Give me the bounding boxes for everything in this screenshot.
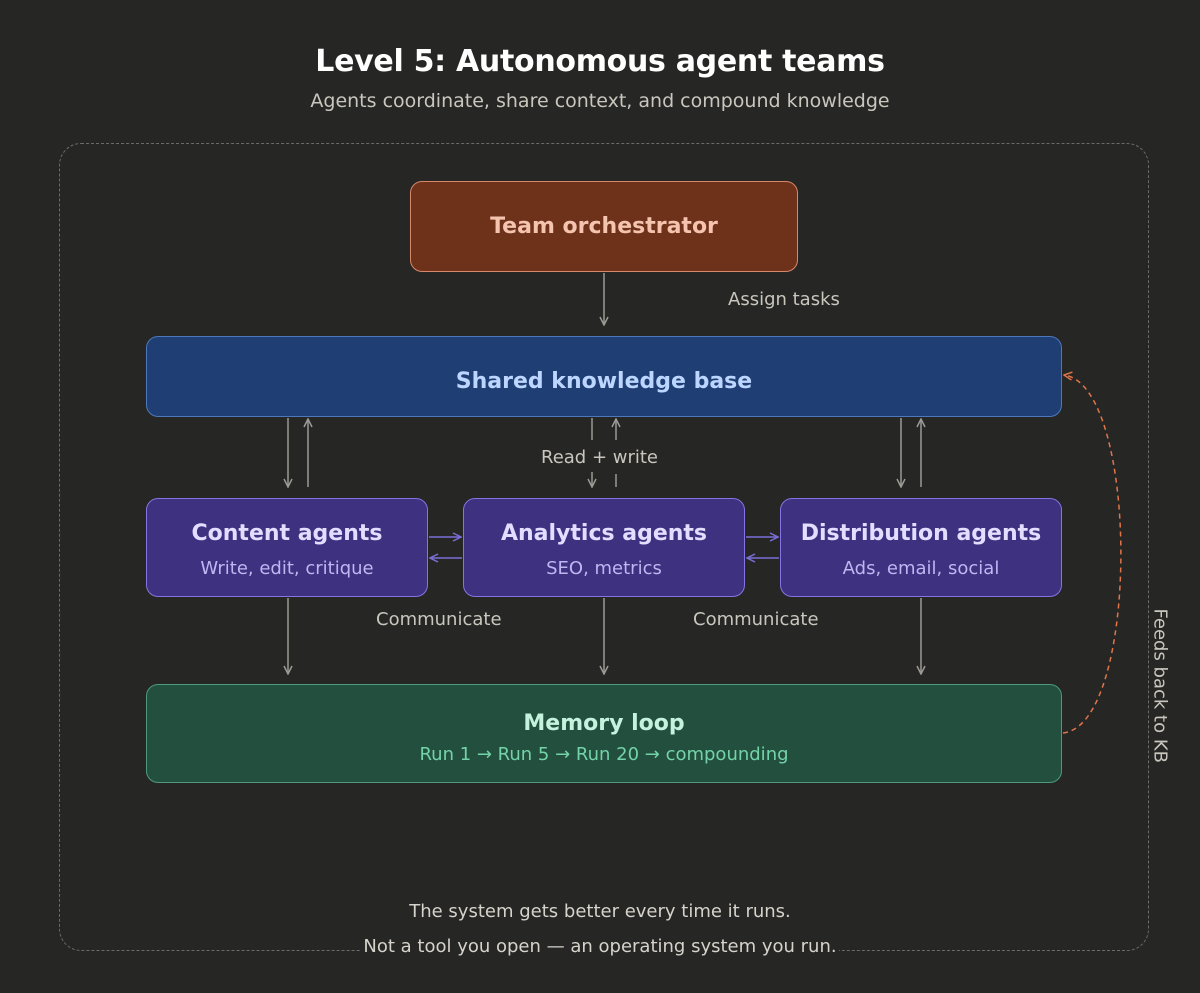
content-agents-label: Content agents: [191, 521, 383, 546]
read-write-label: Read + write: [541, 447, 659, 468]
page-title: Level 5: Autonomous agent teams: [315, 44, 885, 79]
assign-tasks-label: Assign tasks: [728, 289, 840, 310]
analytics-agents-sub: SEO, metrics: [546, 558, 662, 579]
communicate-label-left: Communicate: [376, 609, 502, 630]
content-agents-sub: Write, edit, critique: [200, 558, 374, 579]
analytics-agents-label: Analytics agents: [500, 521, 708, 546]
page-subtitle: Agents coordinate, share context, and co…: [310, 90, 890, 112]
memory-loop-sub: Run 1 → Run 5 → Run 20 → compounding: [419, 744, 789, 765]
footer-line-2: Not a tool you open — an operating syste…: [0, 936, 1200, 957]
distribution-agents-sub: Ads, email, social: [842, 558, 1000, 579]
memory-loop-label: Memory loop: [523, 711, 685, 736]
team-orchestrator-node: Team orchestrator: [410, 181, 798, 272]
communicate-label-right: Communicate: [693, 609, 819, 630]
memory-loop-node: Memory loop Run 1 → Run 5 → Run 20 → com…: [146, 684, 1062, 783]
feeds-back-label: Feeds back to KB: [1149, 604, 1171, 763]
distribution-agents-label: Distribution agents: [800, 521, 1042, 546]
arrow-memory-feedback-to-kb: [1063, 375, 1122, 734]
shared-knowledge-base-node: Shared knowledge base: [146, 336, 1062, 417]
shared-knowledge-base-label: Shared knowledge base: [455, 369, 753, 394]
footer-line-2-text: Not a tool you open — an operating syste…: [361, 936, 839, 957]
analytics-agents-node: Analytics agents SEO, metrics: [463, 498, 745, 597]
distribution-agents-node: Distribution agents Ads, email, social: [780, 498, 1062, 597]
content-agents-node: Content agents Write, edit, critique: [146, 498, 428, 597]
footer-line-1: The system gets better every time it run…: [409, 901, 791, 922]
team-orchestrator-label: Team orchestrator: [490, 214, 718, 239]
